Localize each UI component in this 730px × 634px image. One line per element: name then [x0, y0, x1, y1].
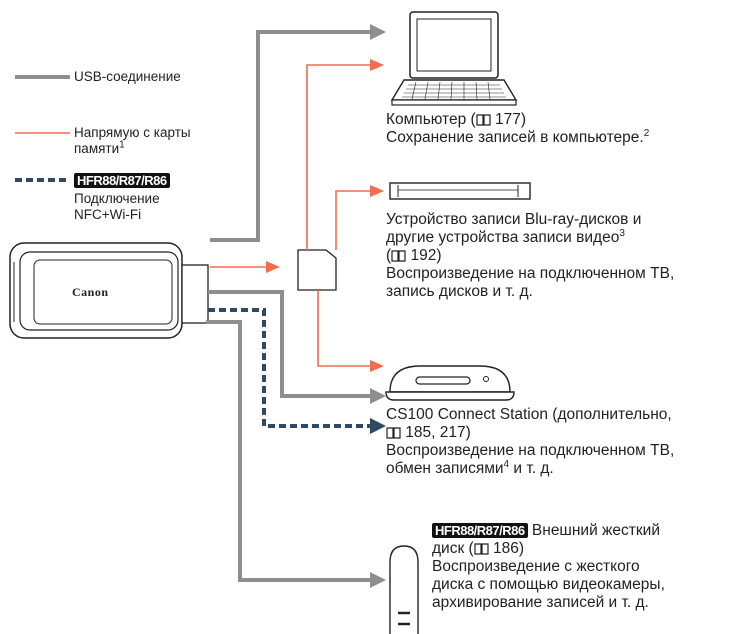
- bluray-recorder-illustration: [389, 182, 531, 200]
- direct-line-cs100: [317, 290, 372, 367]
- cs100-desc-1: Воспроизведение на подключенном ТВ,: [386, 442, 675, 459]
- cs100-title: CS100 Connect Station (дополнительно,: [386, 406, 672, 423]
- cs100-page-ref: 185, 217): [386, 424, 471, 442]
- usb-arrow-cs100: [370, 388, 386, 404]
- direct-arrow-bluray: [370, 185, 384, 197]
- book-icon: [386, 427, 401, 439]
- book-icon: [474, 543, 489, 555]
- book-icon: [476, 114, 491, 126]
- legend-direct-label-1: Напрямую с карты: [74, 125, 191, 140]
- legend-direct-sup: 1: [119, 139, 125, 151]
- camcorder-illustration: [9, 242, 209, 339]
- direct-line-bluray: [335, 190, 372, 250]
- legend-nfc-label-2: NFC+Wi-Fi: [74, 207, 142, 222]
- bluray-desc-2: запись дисков и т. д.: [386, 283, 533, 300]
- hdd-desc-3: архивирование записей и т. д.: [432, 594, 649, 611]
- nfc-line-cs100: [208, 308, 372, 428]
- usb-line-hdd: [206, 320, 372, 582]
- bluray-title-2: другие устройства записи видео3: [386, 227, 625, 246]
- legend-nfc-label-1: Подключение: [74, 191, 160, 206]
- usb-line-computer: [210, 30, 372, 242]
- bluray-title-1: Устройство записи Blu-ray-дисков и: [386, 211, 642, 228]
- laptop-illustration: [390, 11, 518, 106]
- legend-direct-label-2: памяти1: [74, 139, 125, 156]
- hdd-title: HFR88/R87/R86 Внешний жесткий: [432, 522, 660, 540]
- memory-card-icon: [297, 249, 337, 291]
- direct-arrow-computer: [370, 59, 384, 71]
- usb-arrow-computer: [370, 24, 386, 40]
- hdd-desc-2: диска с помощью видеокамеры,: [432, 576, 665, 593]
- external-hdd-illustration: [389, 545, 419, 634]
- direct-arrow-card: [266, 261, 280, 273]
- bluray-page-ref: ( 192): [386, 247, 442, 264]
- nfc-arrow-cs100: [370, 418, 386, 434]
- direct-line-computer: [306, 64, 372, 250]
- legend-usb-label: USB-соединение: [74, 69, 181, 84]
- camera-brand-logo: Canon: [72, 285, 109, 299]
- hdd-page-ref: диск ( 186): [432, 540, 525, 557]
- direct-arrow-cs100: [370, 360, 384, 372]
- usb-line-cs100: [208, 290, 372, 398]
- legend-nfc-badge-row: HFR88/R87/R86: [74, 173, 170, 189]
- legend-model-badge: HFR88/R87/R86: [74, 173, 170, 188]
- book-icon: [391, 250, 406, 262]
- computer-title: Компьютер ( 177): [386, 111, 527, 128]
- cs100-illustration: [385, 365, 515, 401]
- usb-arrow-hdd: [370, 572, 386, 588]
- cs100-desc-2: обмен записями4 и т. д.: [386, 458, 554, 477]
- hdd-model-badge: HFR88/R87/R86: [432, 523, 528, 538]
- computer-description: Сохранение записей в компьютере.2: [386, 127, 650, 146]
- bluray-desc-1: Воспроизведение на подключенном ТВ,: [386, 265, 675, 282]
- hdd-desc-1: Воспроизведение с жесткого: [432, 558, 640, 575]
